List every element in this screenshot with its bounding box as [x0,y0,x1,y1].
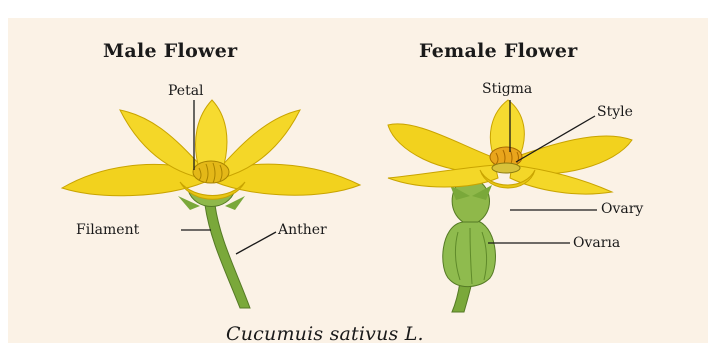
female-flower-title: Female Flower [419,40,578,62]
style-label: Style [597,104,633,120]
filament-label: Filament [76,222,139,238]
petal-label: Petal [168,83,204,99]
female-style [492,163,520,173]
female-ovary-upper [452,182,489,222]
male-flower-title: Male Flower [103,40,237,62]
species-caption: Cucumuis sativus L. [226,323,424,345]
anther-label: Anther [278,222,327,238]
female-petal [388,124,495,172]
stigma-label: Stigma [482,81,532,97]
male-stem [205,205,250,308]
ovaria-label: Ovarıa [573,235,620,251]
female-ovary-lower [443,220,496,287]
male-anther-cluster [193,161,229,183]
female-petal [388,165,498,187]
female-flower [388,100,632,312]
male-flower [62,100,360,308]
ovary-label: Ovary [601,201,643,217]
anther-leader-line [236,232,276,254]
